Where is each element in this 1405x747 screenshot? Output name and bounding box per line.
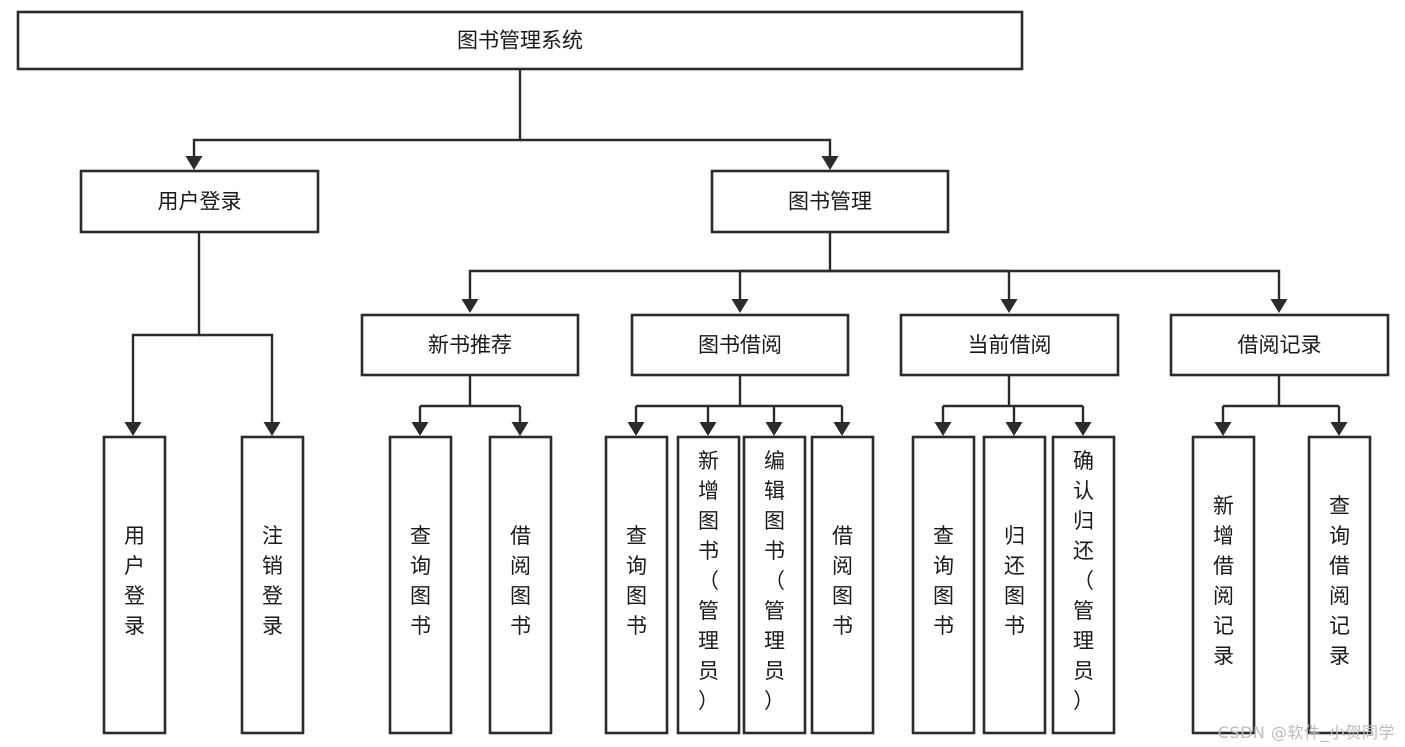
- node-book-borrow[interactable]: 图书借阅: [630, 313, 850, 377]
- node-box-leaf-logout: [240, 435, 305, 735]
- node-bb-edit[interactable]: 编辑图书（管理员）: [742, 435, 807, 735]
- node-label-book-borrow: 图书借阅: [698, 333, 782, 357]
- arrow-borrow-record-0: [1214, 422, 1232, 436]
- node-label-br-query: 查询借阅记录: [1329, 494, 1350, 668]
- node-label-user-login: 用户登录: [158, 190, 242, 214]
- arrow-new-book-rec-0: [411, 422, 429, 436]
- node-label-bb-borrow: 借阅图书: [832, 524, 853, 638]
- node-box-new-book-rec: [360, 313, 580, 377]
- node-current-borrow[interactable]: 当前借阅: [899, 313, 1120, 377]
- node-box-book-borrow: [630, 313, 850, 377]
- node-br-query[interactable]: 查询借阅记录: [1307, 435, 1372, 735]
- connector-c-root-bm: [520, 138, 832, 158]
- node-label-br-add: 新增借阅记录: [1213, 494, 1234, 668]
- node-box-cb-query: [911, 435, 976, 735]
- node-label-root: 图书管理系统: [457, 29, 583, 53]
- node-label-new-book-rec: 新书推荐: [428, 333, 512, 357]
- node-br-add[interactable]: 新增借阅记录: [1191, 435, 1256, 735]
- node-box-user-login: [79, 169, 320, 234]
- arrow-borrow-record-1: [1330, 422, 1348, 436]
- node-label-book-manage: 图书管理: [788, 190, 872, 214]
- connector-c-bm-2: [738, 269, 830, 300]
- node-label-bb-edit: 编辑图书（管理员）: [764, 449, 785, 713]
- node-borrow-record[interactable]: 借阅记录: [1169, 313, 1390, 377]
- arrow-book-borrow-1: [699, 422, 717, 436]
- node-label-cb-confirm: 确认归还（管理员）: [1073, 449, 1094, 713]
- arrow-c-bm-3: [1000, 299, 1018, 313]
- connector-c-bm-3: [830, 269, 1011, 300]
- node-box-root: [16, 10, 1024, 71]
- arrow-c-bm-bus: [461, 299, 479, 313]
- arrow-c-root-bm: [821, 156, 839, 170]
- node-leaf-logout[interactable]: 注销登录: [240, 435, 305, 735]
- node-box-nb-query: [388, 435, 453, 735]
- node-label-leaf-user-login: 用户登录: [124, 524, 145, 638]
- node-box-bb-add: [676, 435, 741, 735]
- node-new-book-rec[interactable]: 新书推荐: [360, 313, 580, 377]
- node-label-leaf-logout: 注销登录: [262, 524, 283, 638]
- node-label-bb-add: 新增图书（管理员）: [698, 449, 719, 713]
- node-box-leaf-user-login: [102, 435, 167, 735]
- connector-layer: [124, 69, 1348, 436]
- node-box-bb-edit: [742, 435, 807, 735]
- node-leaf-user-login[interactable]: 用户登录: [102, 435, 167, 735]
- node-cb-query[interactable]: 查询图书: [911, 435, 976, 735]
- node-box-nb-borrow: [488, 435, 553, 735]
- node-box-br-query: [1307, 435, 1372, 735]
- arrow-c-ul-2: [263, 422, 281, 436]
- connector-c-bm-bus: [468, 232, 832, 300]
- arrow-c-root-bus: [185, 156, 203, 170]
- node-bb-borrow[interactable]: 借阅图书: [810, 435, 875, 735]
- node-box-br-add: [1191, 435, 1256, 735]
- arrow-c-ul-bus: [124, 422, 142, 436]
- node-label-nb-borrow: 借阅图书: [510, 524, 531, 638]
- arrow-c-bm-4: [1270, 299, 1288, 313]
- connector-c-ul-bus: [131, 232, 201, 423]
- arrow-c-bm-2: [731, 299, 749, 313]
- node-bb-query[interactable]: 查询图书: [604, 435, 669, 735]
- node-box-borrow-record: [1169, 313, 1390, 377]
- node-root[interactable]: 图书管理系统: [16, 10, 1024, 71]
- node-layer: 图书管理系统用户登录图书管理新书推荐图书借阅当前借阅借阅记录用户登录注销登录查询…: [16, 10, 1390, 735]
- node-cb-confirm[interactable]: 确认归还（管理员）: [1051, 435, 1116, 735]
- node-book-manage[interactable]: 图书管理: [710, 169, 950, 234]
- node-label-cb-return: 归还图书: [1004, 524, 1025, 638]
- node-label-cb-query: 查询图书: [933, 524, 954, 638]
- connector-c-root-bus: [192, 69, 522, 158]
- node-label-nb-query: 查询图书: [410, 524, 431, 638]
- node-box-cb-confirm: [1051, 435, 1116, 735]
- node-box-bb-query: [604, 435, 669, 735]
- arrow-current-borrow-1: [1005, 422, 1023, 436]
- connector-c-bm-4: [830, 269, 1281, 300]
- arrow-book-borrow-3: [833, 422, 851, 436]
- arrow-book-borrow-2: [765, 422, 783, 436]
- node-user-login[interactable]: 用户登录: [79, 169, 320, 234]
- arrow-current-borrow-2: [1074, 422, 1092, 436]
- node-box-book-manage: [710, 169, 950, 234]
- node-label-borrow-record: 借阅记录: [1238, 333, 1322, 357]
- node-bb-add[interactable]: 新增图书（管理员）: [676, 435, 741, 735]
- node-cb-return[interactable]: 归还图书: [982, 435, 1047, 735]
- arrow-new-book-rec-1: [511, 422, 529, 436]
- connector-c-ul-2: [199, 333, 274, 423]
- node-box-cb-return: [982, 435, 1047, 735]
- node-label-bb-query: 查询图书: [626, 524, 647, 638]
- node-box-current-borrow: [899, 313, 1120, 377]
- node-nb-query[interactable]: 查询图书: [388, 435, 453, 735]
- node-nb-borrow[interactable]: 借阅图书: [488, 435, 553, 735]
- arrow-book-borrow-0: [627, 422, 645, 436]
- arrow-current-borrow-0: [934, 422, 952, 436]
- node-label-current-borrow: 当前借阅: [968, 333, 1052, 357]
- node-box-bb-borrow: [810, 435, 875, 735]
